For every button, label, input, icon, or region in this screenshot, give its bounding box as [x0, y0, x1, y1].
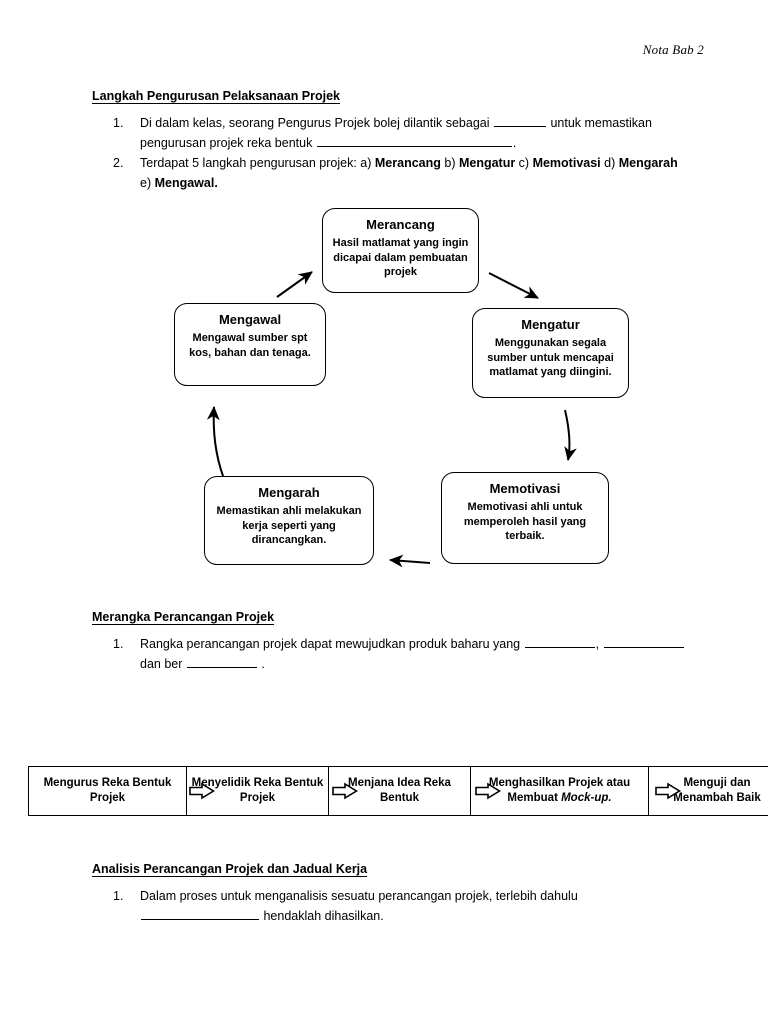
flow-cell-4: Menghasilkan Projek atau Membuat Mock-up…: [471, 767, 649, 815]
cycle-node-mengawal: Mengawal Mengawal sumber spt kos, bahan …: [174, 303, 326, 386]
list-item-number: 1.: [113, 637, 124, 651]
page-header-note: Nota Bab 2: [642, 42, 704, 57]
list-item: 1. Dalam proses untuk menganalisis sesuat…: [110, 887, 685, 926]
list-item-text: Di dalam kelas, seorang Pengurus Projek …: [140, 114, 652, 150]
fill-in-blank: [316, 134, 512, 147]
fill-in-blank: [186, 655, 257, 668]
fill-in-blank: [524, 635, 595, 648]
cycle-diagram: Merancang Hasil matlamat yang ingin dica…: [0, 195, 768, 595]
list-item-text: Rangka perancangan projek dapat mewujudk…: [140, 635, 685, 674]
cycle-node-desc: Memastikan ahli melakukan kerja seperti …: [216, 505, 362, 546]
list-item-number: 1.: [113, 889, 124, 903]
arrow-merancang-mengatur: [488, 272, 539, 299]
emphasis-text: Merancang: [374, 156, 441, 170]
section-heading-langkah: Langkah Pengurusan Pelaksanaan Projek: [92, 89, 341, 103]
flow-cell-label: Menghasilkan Projek atau Membuat Mock-up…: [488, 776, 631, 805]
cycle-node-merancang: Merancang Hasil matlamat yang ingin dica…: [322, 208, 479, 293]
fill-in-blank: [603, 635, 684, 648]
cycle-node-memotivasi: Memotivasi Memotivasi ahli untuk mempero…: [441, 472, 609, 564]
emphasis-text: Mengatur: [458, 156, 516, 170]
flow-cell-3: Menjana Idea Reka Bentuk: [329, 767, 471, 815]
right-arrow-icon: [189, 782, 215, 800]
flow-cell-label: Mengurus Reka Bentuk Projek: [43, 776, 172, 805]
arrow-mengarah-mengawal: [206, 406, 224, 477]
flow-cell-label: Menjana Idea Reka Bentuk: [348, 776, 451, 805]
right-arrow-icon: [475, 782, 501, 800]
arrow-memotivasi-mengarah: [389, 554, 431, 568]
cycle-node-desc: Menggunakan segala sumber untuk mencapai…: [487, 337, 614, 378]
emphasis-text: Mengarah: [618, 156, 678, 170]
cycle-node-desc: Memotivasi ahli untuk memperoleh hasil y…: [463, 501, 587, 542]
fill-in-blank: [493, 114, 546, 127]
list-item: 2. Terdapat 5 langkah pengurusan projek: …: [110, 154, 685, 193]
right-arrow-icon: [332, 782, 358, 800]
list-item: 1. Rangka perancangan projek dapat mewuju…: [110, 635, 685, 674]
fill-in-blank: [141, 907, 259, 920]
arrow-mengatur-memotivasi: [564, 409, 577, 461]
cycle-node-mengatur: Mengatur Menggunakan segala sumber untuk…: [472, 308, 629, 398]
section-heading-analisis: Analisis Perancangan Projek dan Jadual K…: [92, 862, 368, 876]
cycle-arrows: [206, 271, 577, 568]
section-heading-merangka: Merangka Perancangan Projek: [92, 610, 275, 624]
cycle-node-title: Memotivasi: [489, 481, 561, 496]
emphasis-text: Memotivasi: [532, 156, 601, 170]
list-analisis: 1. Dalam proses untuk menganalisis sesuat…: [110, 887, 685, 927]
cycle-node-title: Merancang: [366, 217, 435, 232]
flow-cell-2: Menyelidik Reka Bentuk Projek: [187, 767, 329, 815]
flow-cell-5: Menguji dan Menambah Baik: [649, 767, 768, 815]
cycle-node-title: Mengawal: [218, 312, 282, 327]
flow-cell-label: Menguji dan Menambah Baik: [673, 776, 761, 805]
cycle-node-title: Mengarah: [258, 485, 320, 500]
emphasis-text: Mengawal.: [154, 175, 218, 190]
cycle-node-mengarah: Mengarah Memastikan ahli melakukan kerja…: [204, 476, 374, 565]
list-item: 1. Di dalam kelas, seorang Pengurus Proje…: [110, 114, 685, 153]
right-arrow-icon: [655, 782, 681, 800]
process-flow-band: Mengurus Reka Bentuk Projek Menyelidik R…: [28, 766, 768, 816]
flow-cell-label: Menyelidik Reka Bentuk Projek: [191, 776, 324, 805]
arrow-mengawal-merancang: [276, 271, 313, 298]
list-item-number: 1.: [113, 116, 124, 130]
cycle-node-desc: Mengawal sumber spt kos, bahan dan tenag…: [189, 332, 311, 359]
flow-cell-1: Mengurus Reka Bentuk Projek: [29, 767, 187, 815]
list-item-text: Terdapat 5 langkah pengurusan projek: a)…: [140, 156, 678, 190]
flow-cell-italic-label: Mock-up.: [561, 792, 612, 804]
list-item-text: Dalam proses untuk menganalisis sesuatu …: [140, 889, 578, 923]
cycle-node-title: Mengatur: [521, 317, 580, 332]
cycle-node-desc: Hasil matlamat yang ingin dicapai dalam …: [332, 237, 469, 278]
list-item-number: 2.: [113, 156, 124, 170]
list-merangka: 1. Rangka perancangan projek dapat mewuju…: [110, 635, 685, 675]
list-langkah: 1. Di dalam kelas, seorang Pengurus Proje…: [110, 114, 685, 194]
